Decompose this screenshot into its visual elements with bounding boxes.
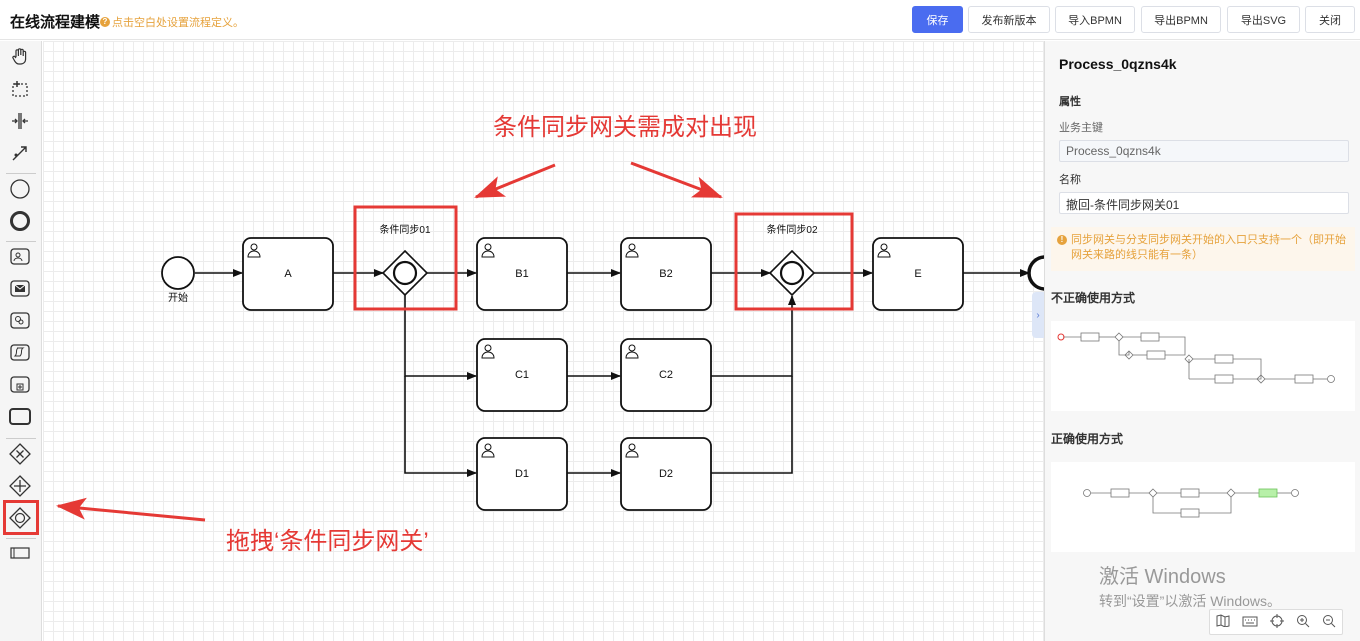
header-hint-text: 点击空白处设置流程定义。 [112, 17, 244, 29]
end-event-icon[interactable] [8, 209, 32, 233]
task-b1-label: B1 [515, 268, 528, 280]
close-button[interactable]: 关闭 [1305, 6, 1355, 33]
task-c2-label: C2 [659, 369, 673, 381]
global-connect-icon[interactable] [8, 141, 32, 165]
script-task-icon[interactable] [8, 341, 32, 365]
start-event-label: 开始 [168, 291, 188, 304]
chevron-right-icon: › [1036, 309, 1040, 321]
help-icon: ? [100, 17, 110, 27]
user-task-d2: D2 [620, 437, 712, 511]
user-task-a: A [242, 237, 334, 311]
import-bpmn-button[interactable]: 导入BPMN [1055, 6, 1135, 33]
top-bar: 在线流程建模 ? 点击空白处设置流程定义。 保存 发布新版本 导入BPMN 导出… [0, 0, 1360, 40]
minimap-icon[interactable] [1216, 614, 1230, 630]
save-button[interactable]: 保存 [912, 6, 963, 33]
task-a-label: A [284, 268, 292, 280]
name-label: 名称 [1059, 174, 1081, 186]
exclusive-gateway-icon[interactable] [8, 442, 32, 466]
section-title: 属性 [1059, 96, 1081, 108]
publish-button[interactable]: 发布新版本 [968, 6, 1050, 33]
subprocess-icon[interactable] [8, 373, 32, 397]
gateway-01-highlight [353, 205, 458, 311]
warning-text: 同步网关与分支同步网关开始的入口只支持一个（即开始网关来路的线只能有一条） [1071, 234, 1346, 261]
wrong-usage-image [1051, 321, 1355, 411]
export-svg-button[interactable]: 导出SVG [1227, 6, 1300, 33]
palette-separator [6, 538, 36, 539]
message-task-icon[interactable] [8, 277, 32, 301]
center-icon[interactable] [1270, 613, 1284, 631]
palette-separator [6, 241, 36, 242]
gateway-02-label: 条件同步02 [766, 223, 818, 236]
hand-tool-icon[interactable] [8, 45, 32, 69]
canvas-controls [1209, 609, 1343, 635]
warning-icon: ! [1057, 235, 1067, 245]
annotation-arrow-left [474, 163, 556, 199]
zoom-in-icon[interactable] [1296, 614, 1310, 631]
gateway-02-highlight [734, 212, 854, 311]
wrong-usage-title: 不正确使用方式 [1051, 291, 1136, 305]
start-event-icon[interactable] [8, 177, 32, 201]
name-input[interactable]: 撤回-条件同步网关01 [1059, 192, 1349, 214]
highlight-box [3, 500, 39, 535]
properties-panel: Process_0qzns4k 属性 业务主键 Process_0qzns4k … [1044, 41, 1360, 641]
lasso-tool-icon[interactable] [8, 77, 32, 101]
task-d2-label: D2 [659, 468, 673, 480]
annotation-arrow-palette [56, 497, 206, 522]
annotation-left: 拖拽‘条件同步网关’ [226, 528, 429, 555]
service-task-icon[interactable] [8, 309, 32, 333]
process-id-title: Process_0qzns4k [1059, 56, 1177, 72]
task-b2-label: B2 [659, 268, 672, 280]
user-task-b2: B2 [620, 237, 712, 311]
user-task-c1: C1 [476, 338, 568, 412]
gateway-01 [381, 249, 429, 297]
user-task-d1: D1 [476, 437, 568, 511]
header-hint: ? 点击空白处设置流程定义。 [100, 14, 244, 30]
task-icon[interactable] [8, 405, 32, 429]
export-bpmn-button[interactable]: 导出BPMN [1141, 6, 1221, 33]
palette-separator [6, 438, 36, 439]
windows-watermark: 激活 Windows 转到“设置”以激活 Windows。 [1099, 560, 1281, 611]
watermark-line1: 激活 Windows [1099, 566, 1226, 588]
sequence-flows [195, 269, 1030, 477]
app-title: 在线流程建模 [10, 14, 101, 31]
right-usage-image [1051, 462, 1355, 552]
end-event [1027, 255, 1044, 291]
user-task-b1: B1 [476, 237, 568, 311]
warning-box: ! 同步网关与分支同步网关开始的入口只支持一个（即开始网关来路的线只能有一条） [1051, 227, 1355, 271]
task-e-label: E [914, 268, 921, 280]
keyboard-icon[interactable] [1242, 615, 1258, 630]
watermark-line2: 转到“设置”以激活 Windows。 [1099, 593, 1282, 609]
business-key-label: 业务主键 [1059, 122, 1103, 134]
palette [0, 41, 42, 641]
panel-collapse-button[interactable]: › [1032, 292, 1044, 338]
gateway-01-label: 条件同步01 [379, 223, 431, 236]
zoom-out-icon[interactable] [1322, 614, 1336, 631]
annotation-arrow-right [630, 161, 723, 199]
user-task-icon[interactable] [8, 245, 32, 269]
right-usage-title: 正确使用方式 [1051, 432, 1124, 446]
diagram-canvas[interactable]: 开始 条件同步01 条件同步02 A B1 B2 [43, 41, 1044, 641]
palette-separator [6, 173, 36, 174]
task-d1-label: D1 [515, 468, 529, 480]
user-task-e: E [872, 237, 964, 311]
user-task-c2: C2 [620, 338, 712, 412]
business-key-input[interactable]: Process_0qzns4k [1059, 140, 1349, 162]
space-tool-icon[interactable] [8, 109, 32, 133]
parallel-gateway-icon[interactable] [8, 474, 32, 498]
task-c1-label: C1 [515, 369, 529, 381]
gateway-02 [768, 249, 816, 297]
start-event [161, 256, 195, 290]
annotation-top: 条件同步网关需成对出现 [493, 114, 757, 141]
inclusive-gateway-icon[interactable] [8, 506, 32, 530]
pool-icon[interactable] [8, 541, 32, 565]
